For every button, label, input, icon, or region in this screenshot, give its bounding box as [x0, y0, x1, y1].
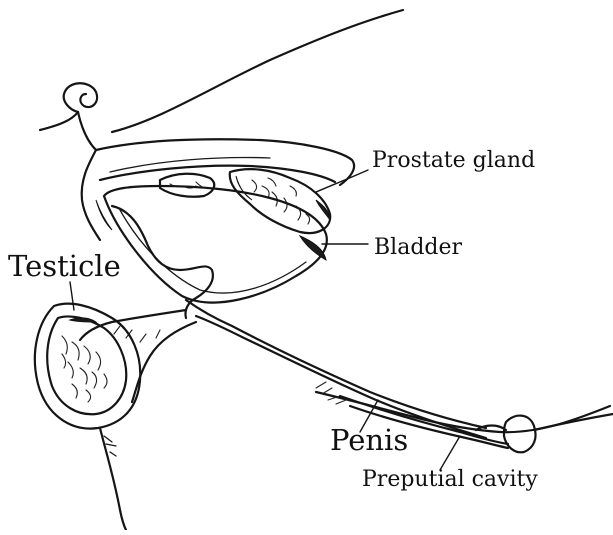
bladder: [96, 186, 327, 303]
hind-leg: [100, 428, 126, 530]
leader-testicle: [70, 282, 74, 310]
testicle: [35, 304, 140, 429]
leader-prostate: [316, 170, 368, 192]
label-bladder: Bladder: [374, 235, 463, 260]
prostate-gland: [160, 169, 330, 233]
label-prostate-gland: Prostate gland: [372, 148, 535, 173]
label-testicle: Testicle: [8, 249, 121, 283]
label-preputial-cavity: Preputial cavity: [362, 467, 538, 492]
tail-curl: [40, 83, 97, 150]
leader-preputial: [440, 436, 460, 470]
label-penis: Penis: [330, 423, 408, 457]
back-outline: [112, 10, 403, 132]
urethra: [186, 300, 486, 438]
rump-outline: [82, 150, 100, 240]
rectum: [96, 139, 354, 185]
